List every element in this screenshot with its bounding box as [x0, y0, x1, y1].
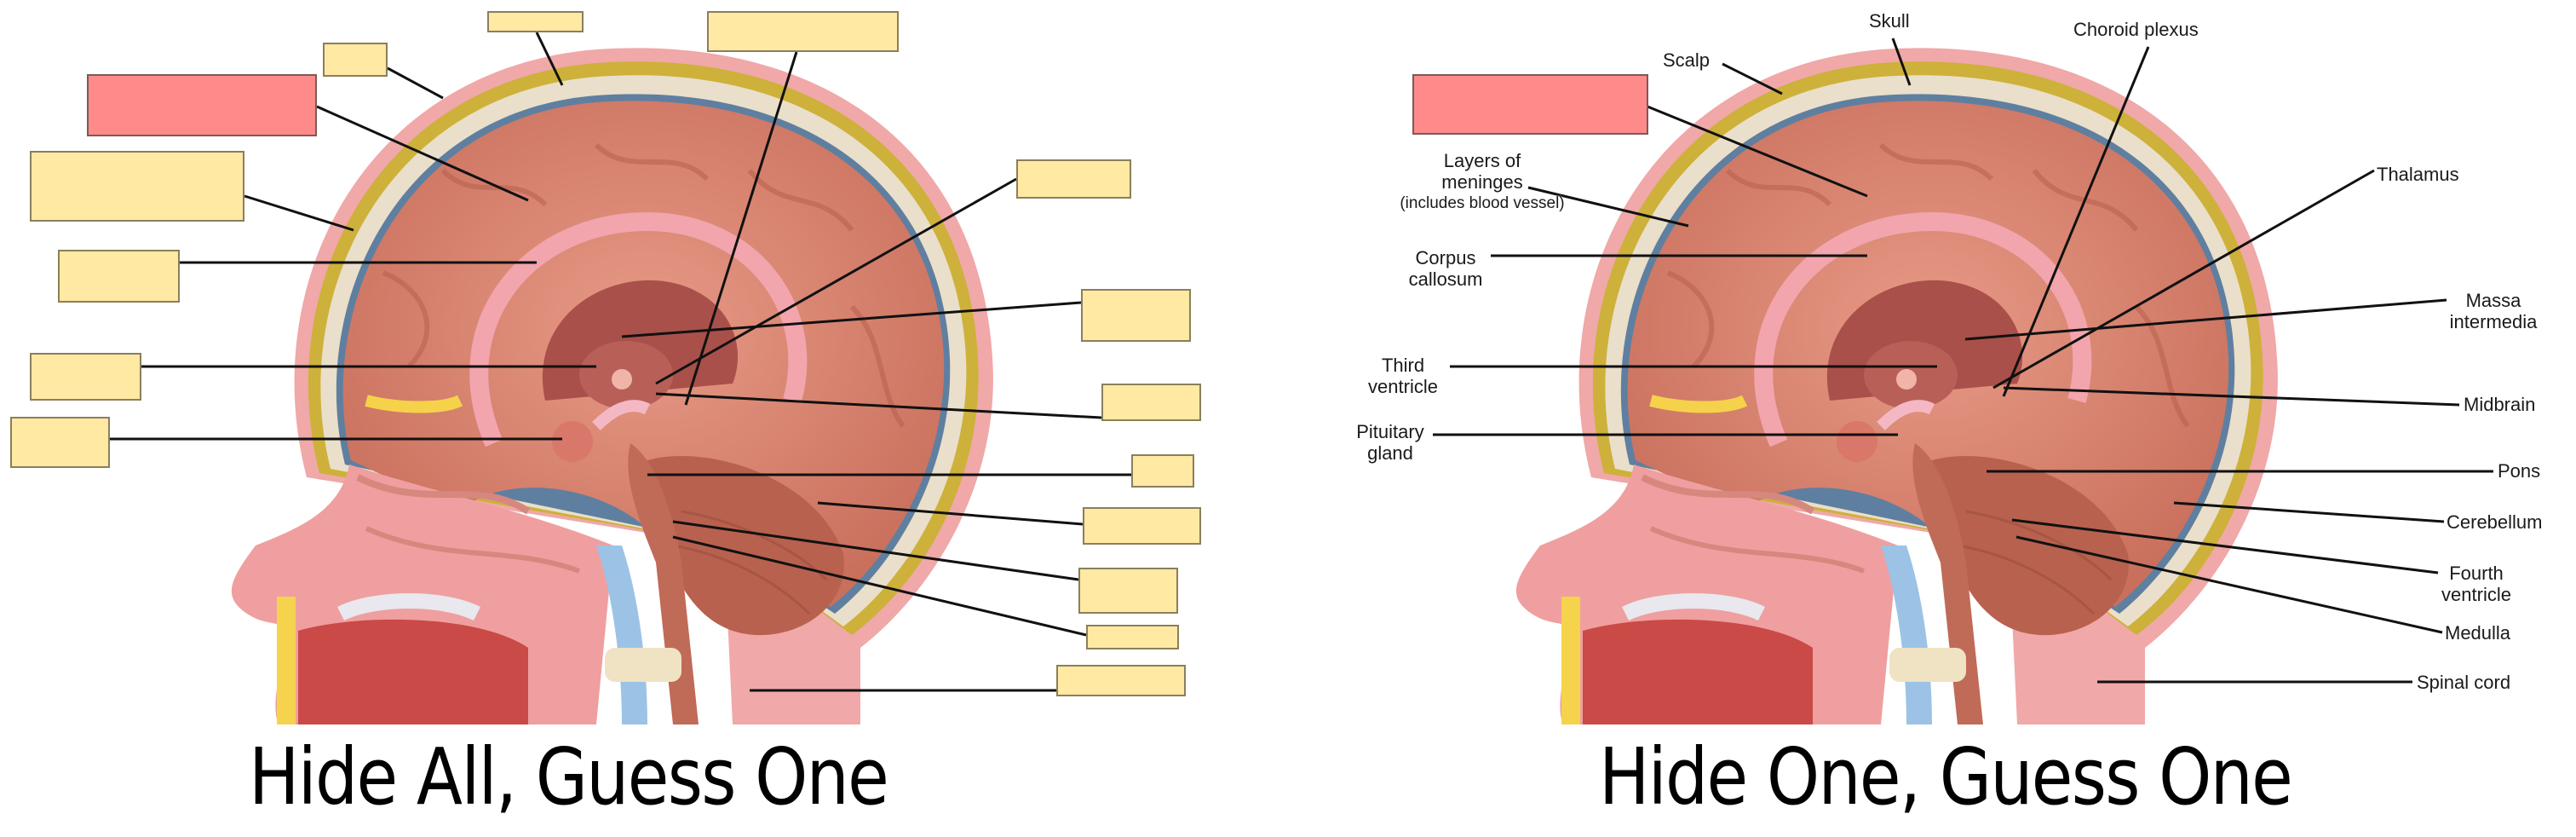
label-corpus-callosum: Corpus callosum: [1399, 247, 1492, 290]
blank-box-corpus-callosum[interactable]: [58, 250, 180, 303]
label-midbrain: Midbrain: [2464, 394, 2536, 415]
label-third-line1: Third: [1381, 355, 1425, 376]
label-fourth-ventricle: Fourth ventricle: [2429, 563, 2523, 605]
label-pons: Pons: [2498, 460, 2541, 482]
label-pituitary-line1: Pituitary: [1356, 421, 1424, 442]
label-cerebellum: Cerebellum: [2447, 511, 2543, 533]
blank-box-meninges[interactable]: [30, 151, 244, 222]
label-meninges-line1: Layers of: [1443, 150, 1521, 171]
head-sagittal-illustration-left: [110, 32, 1131, 725]
label-meninges-line2: meninges: [1441, 171, 1523, 193]
active-box-cerebrum[interactable]: [87, 74, 317, 136]
blank-box-thalamus[interactable]: [1016, 159, 1131, 199]
label-meninges: Layers of meninges (includes blood vesse…: [1371, 150, 1593, 214]
blank-box-fourth-ventricle[interactable]: [1078, 568, 1178, 614]
label-spinal-cord: Spinal cord: [2417, 672, 2511, 693]
blank-box-third-ventricle[interactable]: [30, 353, 141, 401]
blank-box-spinal-cord[interactable]: [1056, 665, 1186, 696]
blank-box-massa-intermedia[interactable]: [1081, 289, 1191, 342]
label-massa-intermedia: Massa intermedia: [2442, 290, 2544, 332]
label-third-ventricle: Third ventricle: [1356, 355, 1450, 397]
caption-hide-all: Hide All, Guess One: [249, 731, 889, 823]
label-thalamus: Thalamus: [2377, 164, 2459, 185]
label-fourth-line1: Fourth: [2449, 563, 2504, 584]
caption-hide-one: Hide One, Guess One: [1599, 731, 2293, 823]
label-meninges-line3: (includes blood vessel): [1400, 194, 1565, 212]
label-medulla: Medulla: [2445, 622, 2511, 644]
blank-box-pons[interactable]: [1131, 454, 1194, 488]
blank-box-scalp[interactable]: [323, 43, 388, 77]
blank-box-midbrain[interactable]: [1101, 384, 1201, 421]
blank-box-medulla[interactable]: [1086, 625, 1179, 649]
panel-hide-all: Hide All, Guess One: [10, 11, 1201, 823]
label-corpus-line1: Corpus: [1415, 247, 1476, 268]
label-skull: Skull: [1869, 10, 1910, 32]
blank-box-cerebellum[interactable]: [1083, 507, 1201, 545]
blank-box-skull[interactable]: [487, 11, 584, 32]
label-massa-line1: Massa: [2465, 290, 2521, 311]
label-pituitary-gland: Pituitary gland: [1348, 421, 1433, 464]
panel-hide-one: Scalp Skull Choroid plexus Layers of men…: [1288, 0, 2576, 837]
label-fourth-line2: ventricle: [2441, 584, 2511, 605]
label-third-line2: ventricle: [1368, 376, 1438, 397]
blank-box-pituitary-gland[interactable]: [10, 417, 110, 468]
label-corpus-line2: callosum: [1408, 268, 1483, 290]
blank-box-choroid-plexus[interactable]: [707, 11, 899, 52]
head-sagittal-illustration-right: [1433, 38, 2493, 725]
label-massa-line2: intermedia: [2449, 311, 2538, 332]
label-pituitary-line2: gland: [1367, 442, 1413, 464]
label-scalp: Scalp: [1663, 49, 1711, 71]
label-choroid-plexus: Choroid plexus: [2073, 19, 2199, 40]
active-box-cerebrum[interactable]: [1412, 74, 1648, 135]
